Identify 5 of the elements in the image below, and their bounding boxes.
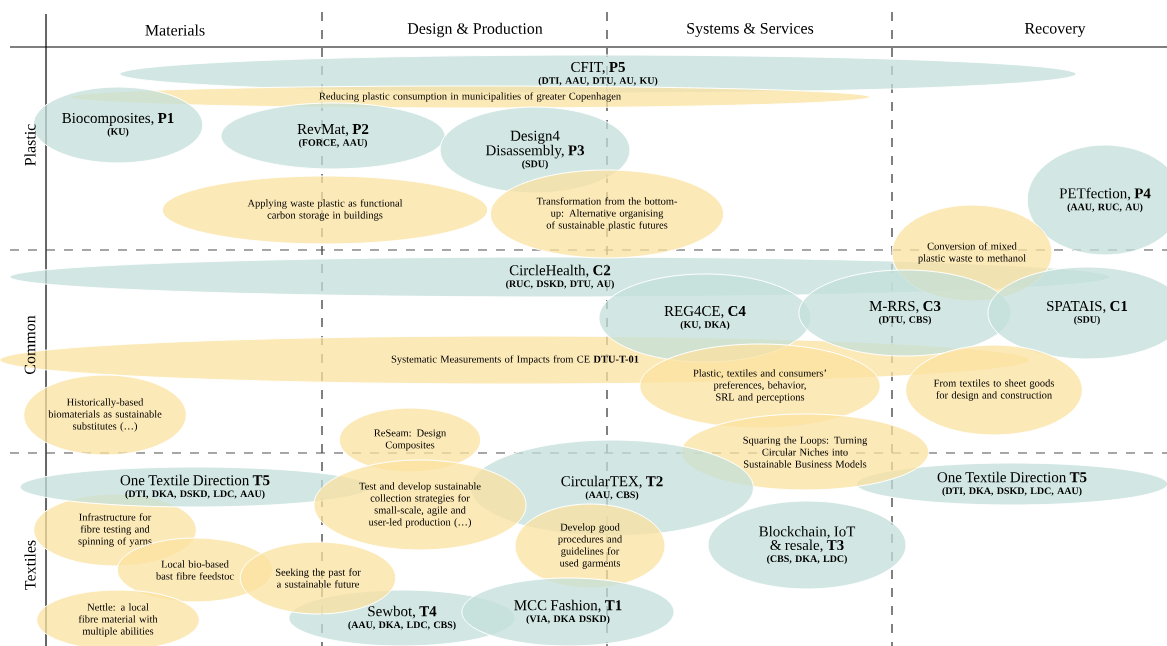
- column-header: Materials: [145, 24, 205, 36]
- column-header: Design & Production: [407, 22, 543, 38]
- row-header: Textiles: [24, 540, 36, 590]
- column-header: Recovery: [1024, 23, 1086, 37]
- column-header: Systems & Services: [687, 23, 814, 37]
